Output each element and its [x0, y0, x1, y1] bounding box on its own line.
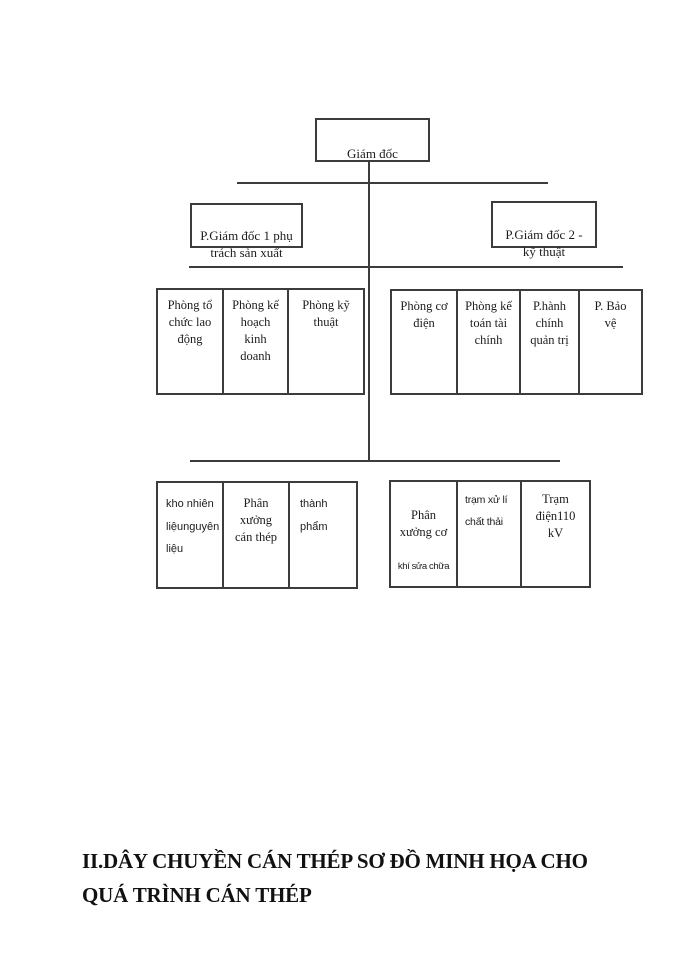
connector-horizontal-line-bottom: [190, 460, 560, 462]
director-label: Giám đốc: [347, 146, 398, 161]
units-table-technical: Phân xưởng cơ khí sửa chữa trạm xử lí ch…: [389, 480, 591, 588]
table-cell: Phân xưởng cơ khí sửa chữa: [391, 482, 458, 586]
unit-label-sub: khí sửa chữa: [397, 561, 450, 572]
table-cell: Trạm điện110 kV: [535, 492, 576, 540]
section-heading: II.DÂY CHUYỀN CÁN THÉP SƠ ĐỒ MINH HỌA CH…: [82, 849, 588, 907]
director-box: Giám đốc: [315, 118, 430, 162]
table-cell: Phòng kỹ thuật: [302, 298, 350, 329]
departments-table-production: Phòng tổ chức lao động Phòng kế hoạch ki…: [156, 288, 365, 395]
connector-vertical-line: [368, 161, 370, 461]
deputy-director-1-box: P.Giám đốc 1 phụ trách sản xuất: [190, 203, 303, 260]
deputy-director-1-label: P.Giám đốc 1 phụ trách sản xuất: [200, 228, 293, 260]
departments-table-technical: Phòng cơ điện Phòng kế toán tài chính P.…: [390, 289, 643, 395]
table-cell: thành phẩm: [300, 498, 328, 533]
connector-horizontal-line-top: [237, 182, 548, 184]
table-cell: kho nhiên liệunguyên liệu: [158, 483, 224, 587]
table-cell: P.hành chính quản trị: [521, 291, 580, 393]
table-cell: P. Bảo vệ: [594, 299, 627, 330]
table-cell: trạm xử lí chất thải: [458, 482, 522, 586]
deputy-director-2-box: P.Giám đốc 2 - kỹ thuật: [491, 201, 597, 259]
table-cell: Phòng tổ chức lao động: [158, 290, 224, 393]
table-cell: Phòng kế hoạch kinh doanh: [224, 290, 289, 393]
table-cell: Phân xưởng cán thép: [224, 483, 290, 587]
table-cell: Phòng cơ điện: [392, 291, 458, 393]
table-cell: Phòng kế toán tài chính: [458, 291, 521, 393]
units-table-production: kho nhiên liệunguyên liệu Phân xưởng cán…: [156, 481, 358, 589]
unit-label-main: Phân xưởng cơ: [399, 508, 448, 539]
connector-horizontal-line-middle: [189, 266, 623, 268]
deputy-director-2-label: P.Giám đốc 2 - kỹ thuật: [505, 227, 583, 259]
